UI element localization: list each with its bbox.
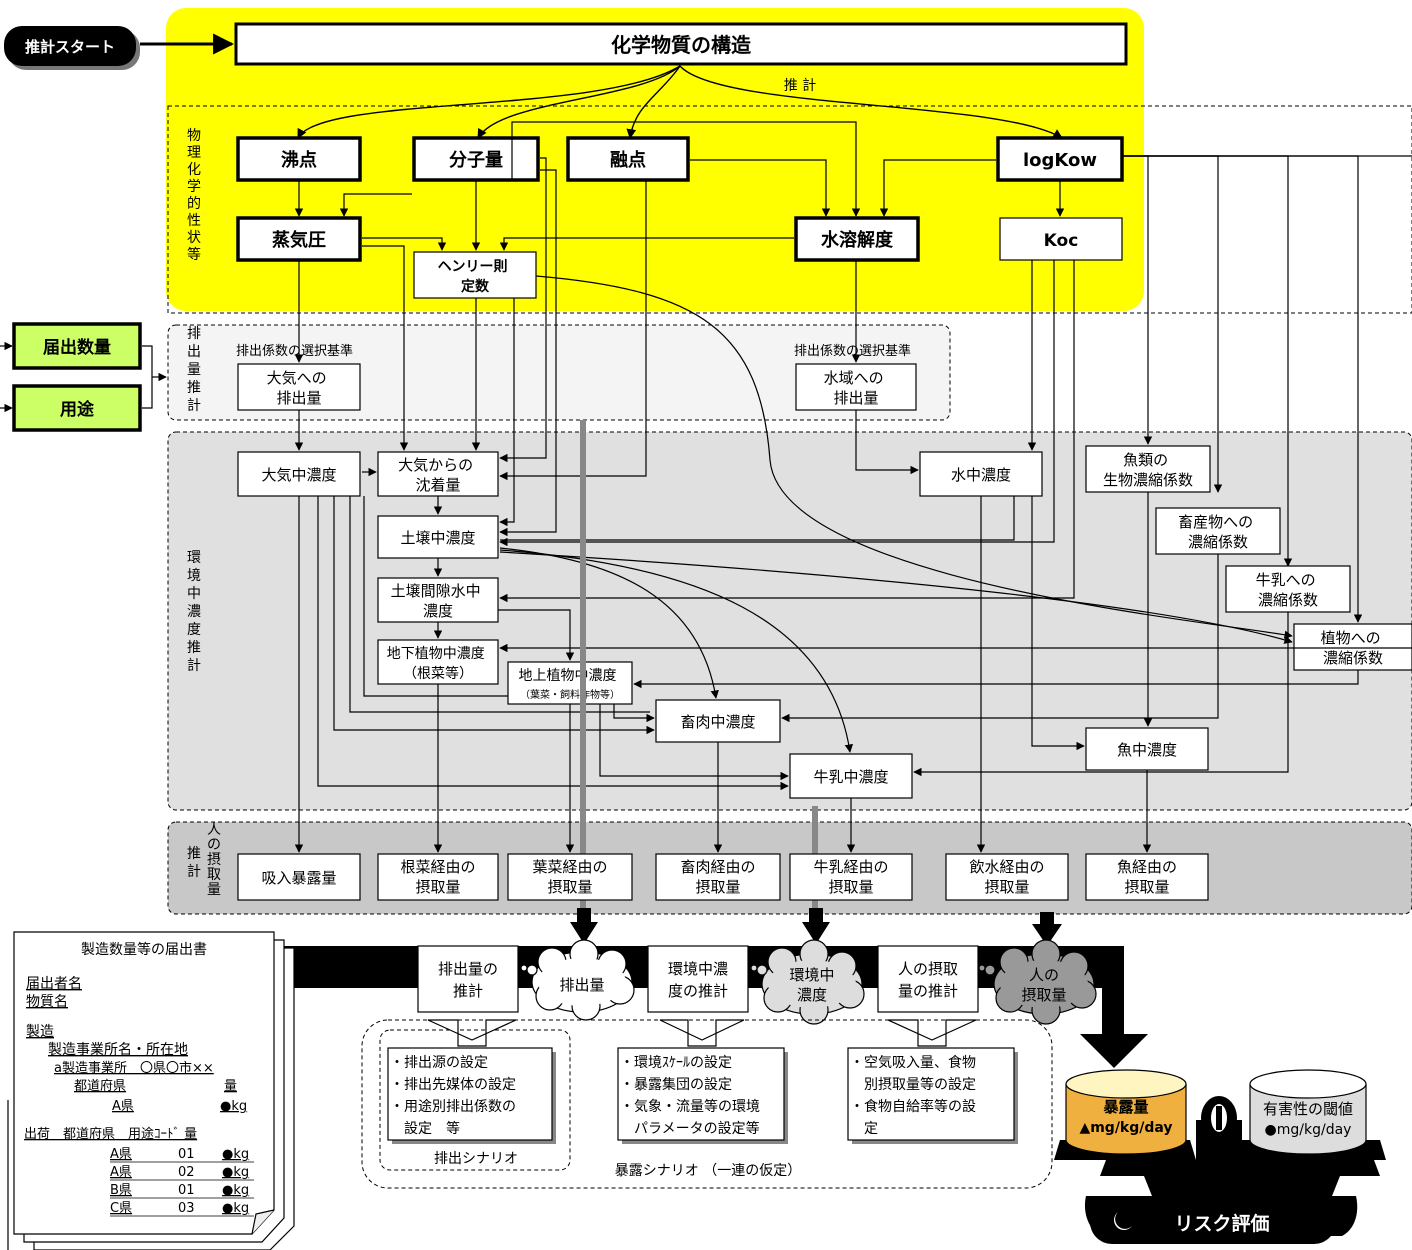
logkow-label: logKow bbox=[1023, 150, 1097, 171]
document-row-qty: ●kg bbox=[222, 1183, 249, 1198]
emission-cloud-label: 排出量 bbox=[559, 976, 604, 994]
estimate-label: 推 計 bbox=[784, 78, 816, 94]
melting-point-label: 融点 bbox=[610, 149, 646, 171]
document-qty-header: 量 bbox=[224, 1079, 237, 1094]
exposure-scenario-label: 暴露シナリオ （一連の仮定） bbox=[615, 1163, 801, 1179]
structure-label: 化学物質の構造 bbox=[611, 33, 752, 57]
document-pref-a: A県 bbox=[112, 1099, 134, 1114]
section-physchem-label: 物理化学的性状等 bbox=[187, 128, 201, 263]
document-reporter: 届出者名 bbox=[26, 976, 82, 992]
koc-label: Koc bbox=[1044, 231, 1079, 251]
document-kg: ●kg bbox=[220, 1099, 247, 1114]
callout-arrows bbox=[428, 1020, 976, 1046]
document-row-code: 01 bbox=[178, 1183, 195, 1198]
exposure-amount-value: ▲mg/kg/day bbox=[1079, 1120, 1172, 1136]
vapor-pressure-label: 蒸気圧 bbox=[272, 229, 326, 251]
reported-quantity-label: 届出数量 bbox=[43, 337, 111, 358]
document-row-code: 03 bbox=[178, 1201, 195, 1216]
inhalation-label: 吸入暴露量 bbox=[261, 869, 336, 887]
human-estimate-box bbox=[878, 946, 978, 1012]
emission-scenario-label: 排出シナリオ bbox=[434, 1151, 518, 1167]
fish-concentration-label: 魚中濃度 bbox=[1117, 741, 1177, 759]
document-title: 製造数量等の届出書 bbox=[81, 941, 207, 958]
document-row-qty: ●kg bbox=[222, 1147, 249, 1162]
water-concentration-label: 水中濃度 bbox=[951, 466, 1011, 484]
meat-concentration-label: 畜肉中濃度 bbox=[680, 713, 755, 731]
soil-concentration-label: 土壌中濃度 bbox=[400, 529, 475, 547]
document-row-qty: ●kg bbox=[222, 1165, 249, 1180]
hazard-threshold-value: ●mg/kg/day bbox=[1265, 1122, 1352, 1138]
exposure-amount-label: 暴露量 bbox=[1103, 1098, 1148, 1116]
document-row-pref: A県 bbox=[110, 1147, 132, 1162]
criteria-air-label: 排出係数の選択基準 bbox=[236, 343, 353, 359]
document-row-qty: ●kg bbox=[222, 1201, 249, 1216]
milk-concentration-label: 牛乳中濃度 bbox=[813, 768, 888, 786]
document-pref-header: 都道府県 bbox=[74, 1079, 126, 1094]
emission-process-bar bbox=[580, 420, 586, 910]
document-shipping-header: 出荷 都道府県 用途ｺｰﾄﾞ 量 bbox=[24, 1126, 197, 1142]
document-site: 製造事業所名・所在地 bbox=[48, 1042, 188, 1058]
section-env-label: 環境中濃度推計 bbox=[187, 550, 201, 674]
document-row-code: 01 bbox=[178, 1147, 195, 1162]
document-row-pref: B県 bbox=[110, 1183, 132, 1198]
air-concentration-label: 大気中濃度 bbox=[261, 466, 336, 484]
boiling-point-label: 沸点 bbox=[281, 149, 317, 171]
document-row-pref: A県 bbox=[110, 1165, 132, 1180]
start-label: 推計スタート bbox=[25, 38, 115, 56]
document-row-code: 02 bbox=[178, 1165, 195, 1180]
criteria-water-label: 排出係数の選択基準 bbox=[794, 343, 911, 359]
document-row-pref: C県 bbox=[110, 1201, 132, 1216]
water-solubility-label: 水溶解度 bbox=[821, 229, 894, 251]
document-manufacture: 製造 bbox=[26, 1024, 54, 1040]
inputs-merge-connector bbox=[142, 346, 152, 408]
intake-boxes: 吸入暴露量 根菜経由の摂取量 葉菜経由の摂取量 畜肉経由の摂取量 牛乳経由の摂取… bbox=[238, 854, 1208, 900]
section-emission-label: 排出量推計 bbox=[187, 326, 201, 414]
env-estimate-box bbox=[648, 946, 748, 1012]
risk-evaluation-label: リスク評価 bbox=[1174, 1212, 1269, 1235]
document-substance: 物質名 bbox=[26, 994, 68, 1010]
molecular-weight-label: 分子量 bbox=[449, 149, 503, 171]
emission-estimate-box bbox=[418, 946, 518, 1012]
document-site-example: a製造事業所 〇県〇市×× bbox=[54, 1060, 214, 1076]
use-label: 用途 bbox=[60, 399, 95, 420]
hazard-threshold-label: 有害性の閾値 bbox=[1263, 1100, 1353, 1118]
section-human-label-a: 人の摂取量 bbox=[207, 822, 221, 898]
above-ground-plant-label: 地上植物中濃度 （葉菜・飼料作物等） bbox=[518, 665, 621, 701]
